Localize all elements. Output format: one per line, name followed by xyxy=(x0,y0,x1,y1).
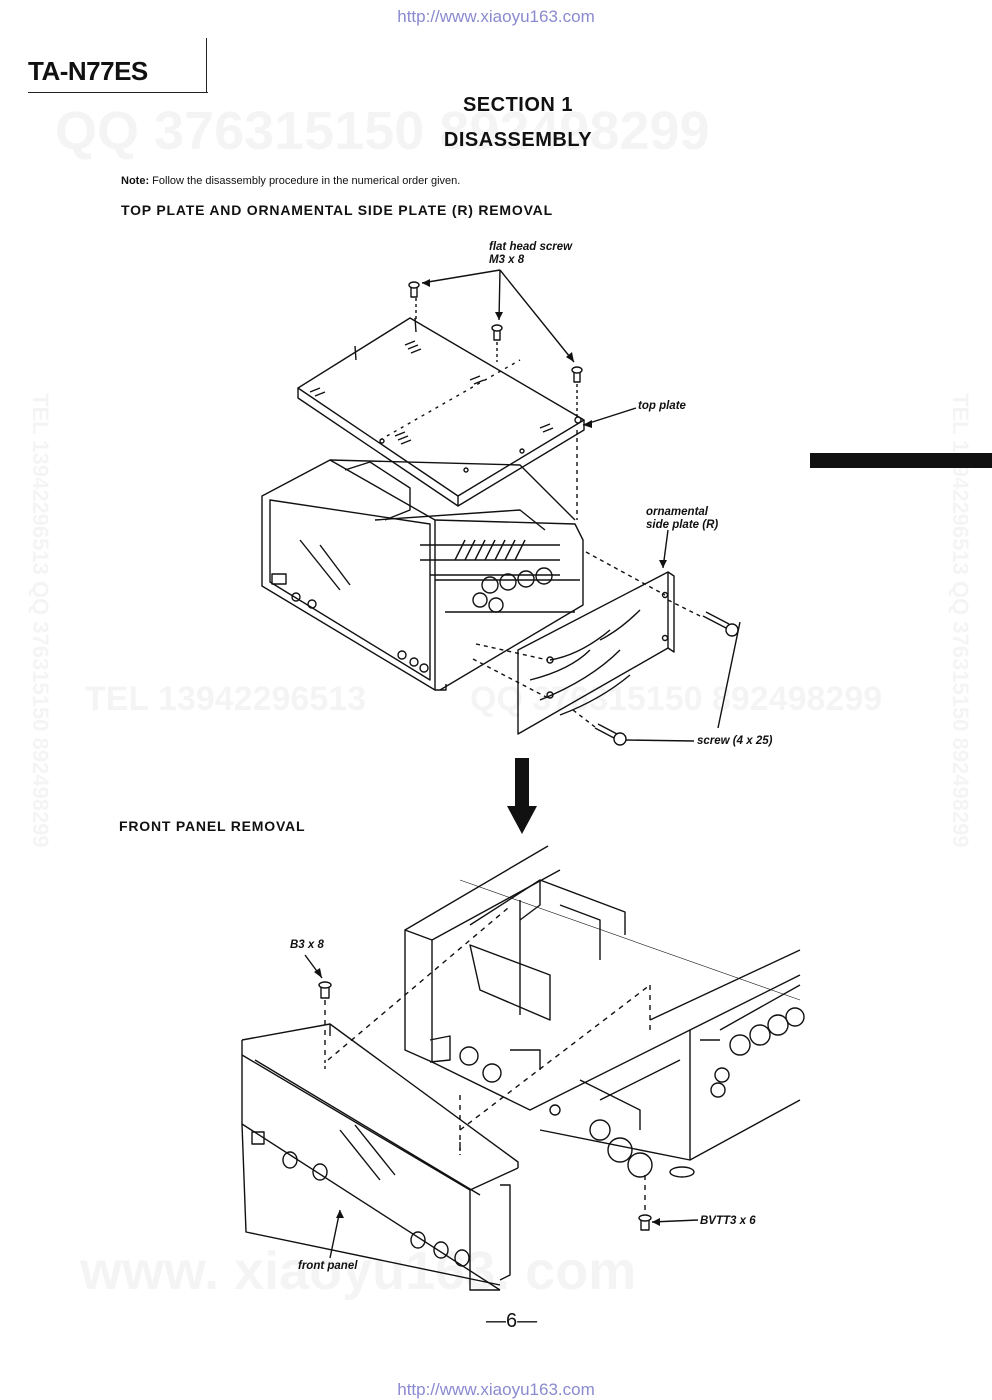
label-bvtt3x6: BVTT3 x 6 xyxy=(700,1215,756,1227)
note: Note: Follow the disassembly procedure i… xyxy=(121,175,460,187)
www-watermark: www. xiaoyu163. com xyxy=(80,1240,636,1302)
chassis-drawing xyxy=(261,459,584,691)
model-rule-horizontal xyxy=(28,92,208,93)
side-screw-drawings xyxy=(572,611,741,746)
section-tab-mark xyxy=(810,453,992,468)
label-flat-head-screw-line2: M3 x 8 xyxy=(489,254,525,266)
label-ornamental-side-plate: ornamental side plate (R) xyxy=(646,506,718,532)
label-screw-4x25: screw (4 x 25) xyxy=(697,735,773,747)
label-b3x8: B3 x 8 xyxy=(290,939,324,951)
leader-arrowheads xyxy=(422,279,667,568)
note-label: Note: xyxy=(121,175,150,187)
top-plate-drawing xyxy=(297,317,585,507)
ornamental-side-plate-drawing xyxy=(472,430,701,735)
front-screw-drawings xyxy=(304,954,699,1259)
page-number: —6— xyxy=(486,1310,538,1332)
model-number: TA-N77ES xyxy=(28,56,148,86)
label-flat-head-screw-line1: flat head screw xyxy=(489,241,573,253)
heading-top-plate-removal: TOP PLATE AND ORNAMENTAL SIDE PLATE (R) … xyxy=(121,202,553,218)
label-top-plate: top plate xyxy=(638,400,686,412)
note-text: Follow the disassembly procedure in the … xyxy=(152,175,461,187)
label-ornamental-line2: side plate (R) xyxy=(646,519,719,531)
model-rule-vertical xyxy=(206,38,207,93)
qq-watermark: QQ 376315150 892498299 xyxy=(55,100,710,162)
section-number: SECTION 1 xyxy=(462,94,574,116)
down-arrow xyxy=(507,758,537,834)
label-ornamental-line1: ornamental xyxy=(646,506,708,518)
front-panel-drawing xyxy=(241,1023,519,1291)
alignment-lines xyxy=(324,907,651,1212)
top-url-watermark: http://www.xiaoyu163.com xyxy=(397,7,595,26)
qq-watermark-2: QQ 376315150 892498299 xyxy=(470,680,882,719)
section-title: DISASSEMBLY xyxy=(443,129,593,151)
label-front-panel: front panel xyxy=(298,1260,358,1272)
front-leader-arrowheads xyxy=(314,968,660,1226)
front-chassis-drawing xyxy=(404,845,805,1178)
bottom-url-watermark: http://www.xiaoyu163.com xyxy=(397,1380,595,1399)
label-flat-head-screw: flat head screw M3 x 8 xyxy=(489,241,572,267)
heading-front-panel-removal: FRONT PANEL REMOVAL xyxy=(119,818,306,834)
tel-watermark: TEL 13942296513 xyxy=(85,680,366,719)
